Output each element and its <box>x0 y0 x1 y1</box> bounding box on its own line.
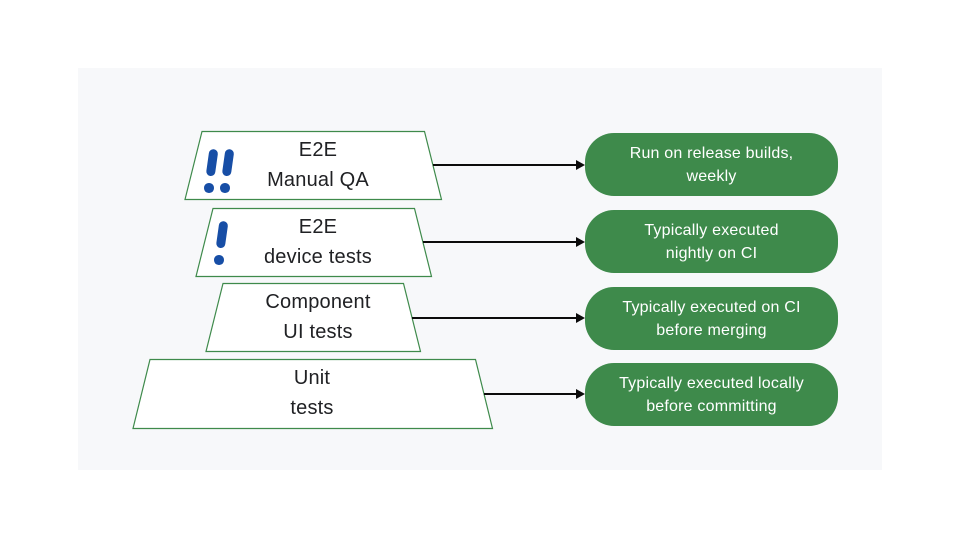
note-line-2: before merging <box>656 321 767 339</box>
note-run-on-release-builds: Run on release builds, weekly <box>585 133 838 196</box>
exclamation-dot <box>214 255 224 265</box>
label-line-2: Manual QA <box>267 169 369 191</box>
arrow-head-icon <box>576 160 585 170</box>
note-ci-before-merging: Typically executed on CI before merging <box>585 287 838 350</box>
arrow-line <box>433 164 577 166</box>
note-locally-before-committing: Typically executed locally before commit… <box>585 363 838 426</box>
exclamation-icon <box>213 220 229 265</box>
label-component-ui-tests: Component UI tests <box>193 287 443 347</box>
exclamation-icon <box>203 148 219 193</box>
label-e2e-manual-qa: E2E Manual QA <box>193 135 443 195</box>
note-line-1: Typically executed <box>644 221 779 239</box>
exclamation-icon <box>219 148 235 193</box>
arrow-line <box>423 241 577 243</box>
exclamation-dot <box>220 183 230 193</box>
label-unit-tests: Unit tests <box>187 363 437 423</box>
arrow-line <box>484 393 577 395</box>
label-line-1: Unit <box>293 367 331 389</box>
label-e2e-device-tests: E2E device tests <box>193 212 443 272</box>
note-line-2: nightly on CI <box>665 244 758 262</box>
label-line-1: Component <box>265 291 371 313</box>
arrow-head-icon <box>576 389 585 399</box>
note-line-2: weekly <box>686 167 737 185</box>
label-line-2: tests <box>290 397 334 419</box>
note-nightly-on-ci: Typically executed nightly on CI <box>585 210 838 273</box>
label-line-1: E2E <box>298 139 338 161</box>
note-line-1: Run on release builds, <box>629 144 794 162</box>
arrow-line <box>412 317 577 319</box>
note-line-1: Typically executed locally <box>619 374 804 392</box>
label-line-2: UI tests <box>283 321 353 343</box>
label-line-2: device tests <box>263 246 372 268</box>
arrow-head-icon <box>576 313 585 323</box>
note-line-2: before committing <box>646 397 777 415</box>
arrow-head-icon <box>576 237 585 247</box>
note-line-1: Typically executed on CI <box>622 298 801 316</box>
label-line-1: E2E <box>298 216 338 238</box>
exclamation-dot <box>204 183 214 193</box>
